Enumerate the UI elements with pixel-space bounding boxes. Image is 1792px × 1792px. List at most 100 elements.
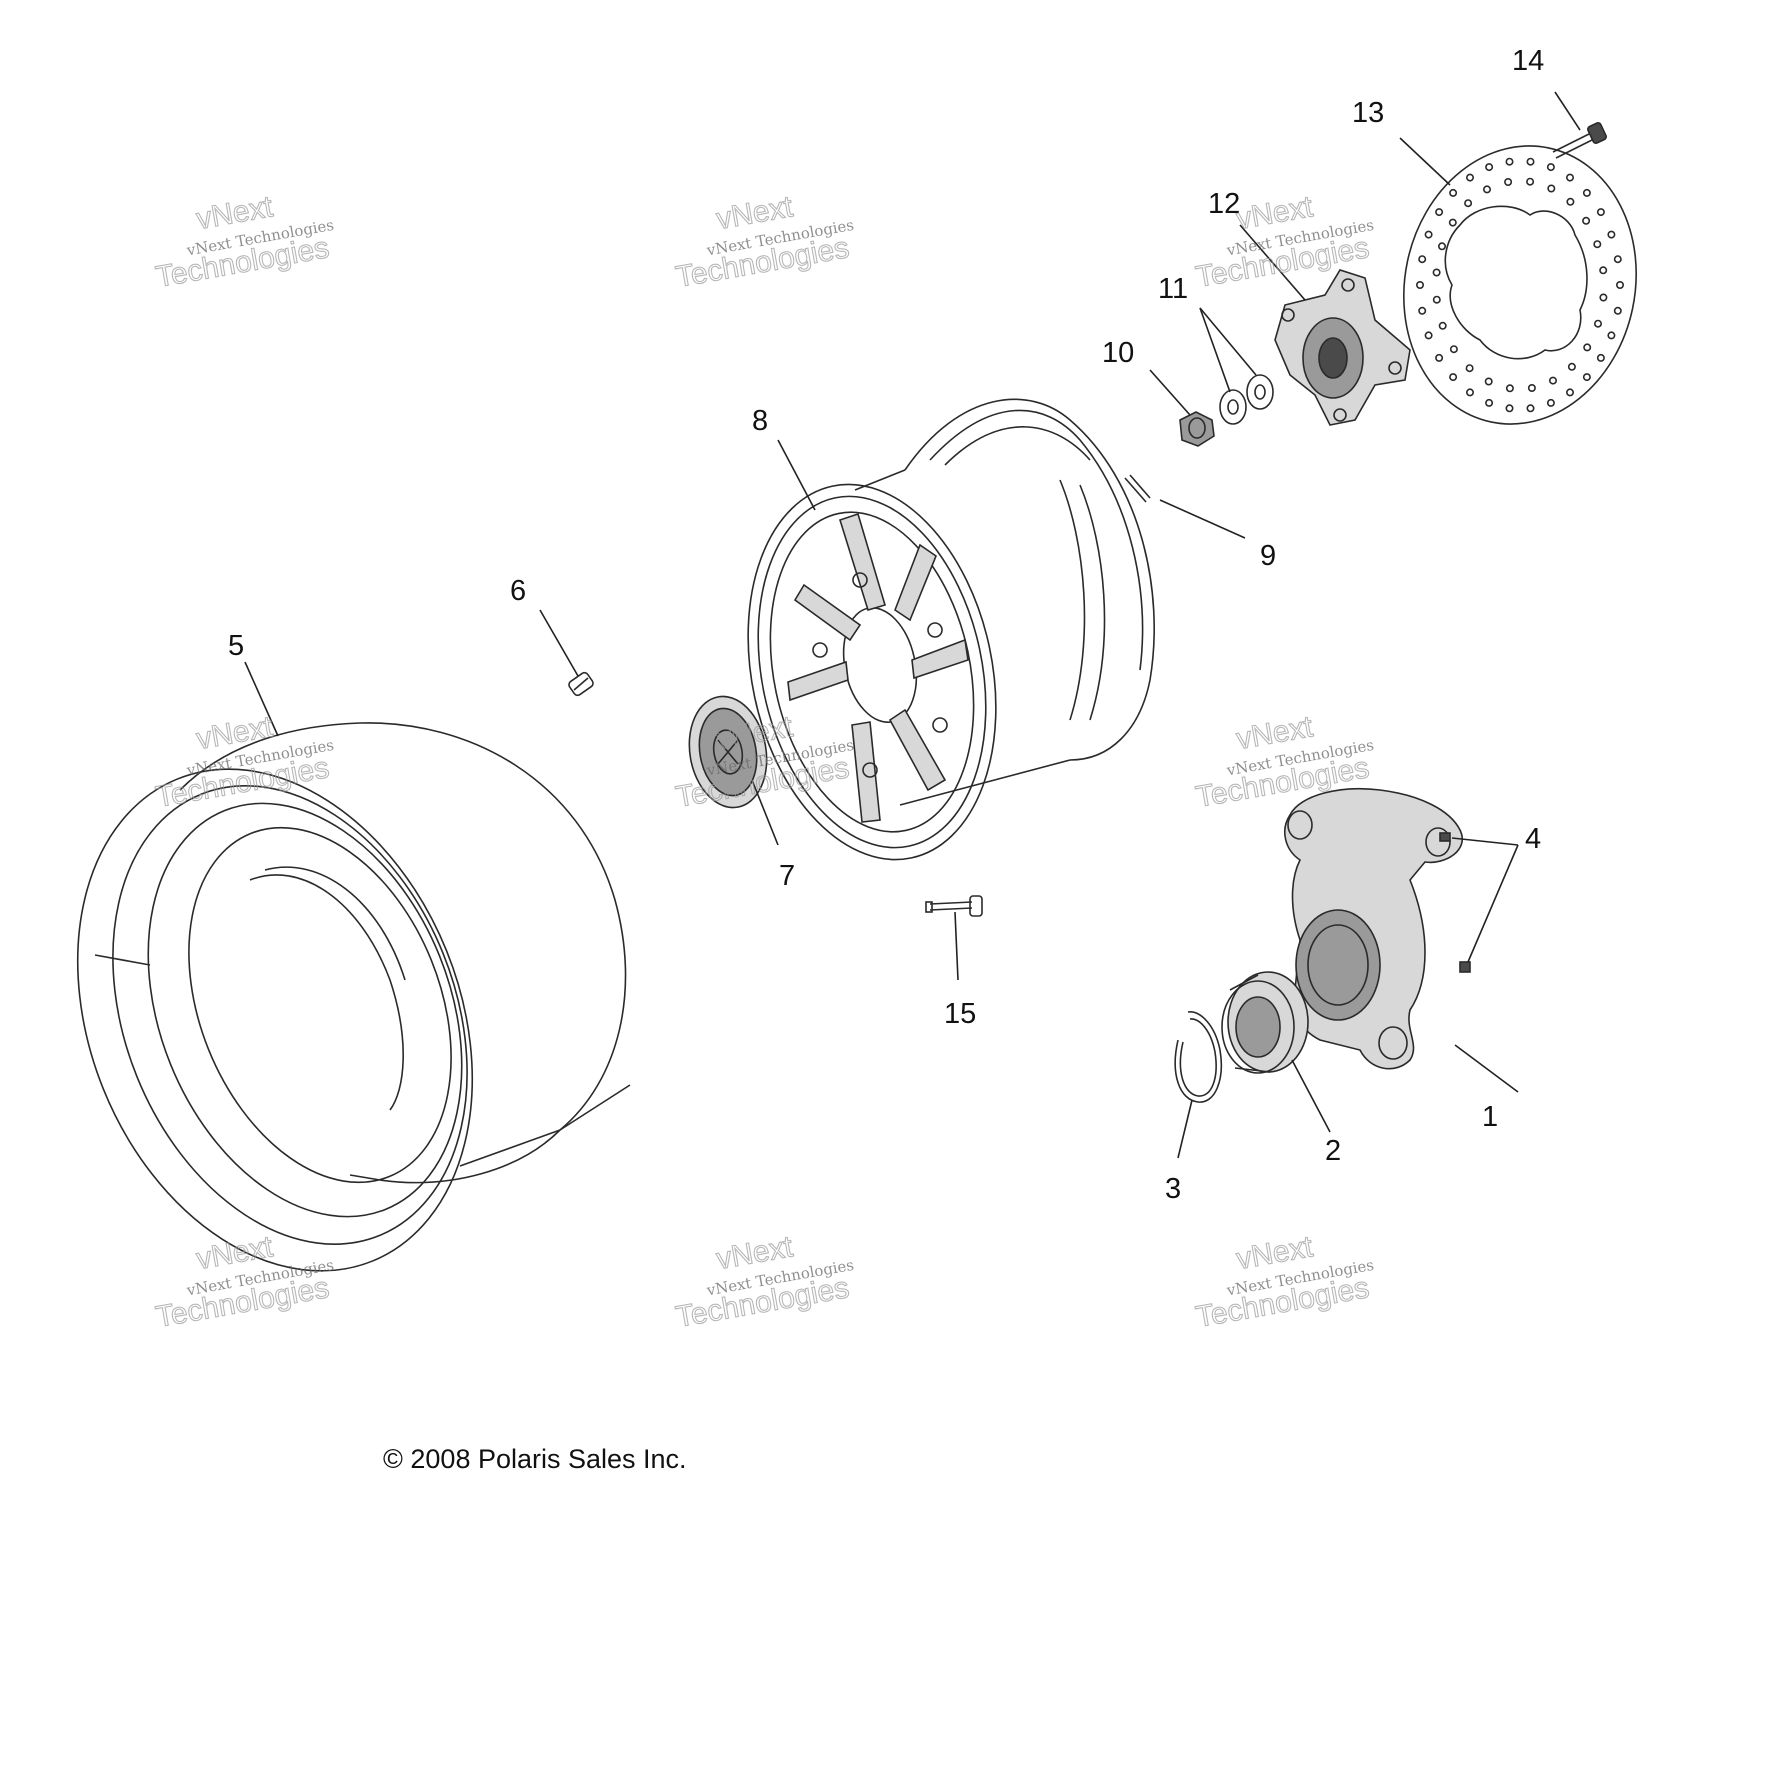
callout-12: 12 bbox=[1208, 188, 1240, 220]
disc-hole bbox=[1526, 157, 1535, 166]
wheel-spokes bbox=[787, 512, 969, 823]
disc-hole bbox=[1593, 240, 1602, 249]
copyright-notice: © 2008 Polaris Sales Inc. bbox=[383, 1444, 687, 1474]
disc-hole bbox=[1449, 345, 1458, 354]
disc-hole bbox=[1465, 364, 1474, 373]
callout-4: 4 bbox=[1525, 823, 1541, 855]
disc-hole bbox=[1449, 188, 1458, 197]
disc-cooling-holes bbox=[1416, 157, 1625, 413]
disc-hole bbox=[1613, 306, 1622, 315]
disc-hole bbox=[1424, 230, 1433, 239]
disc-hole bbox=[1582, 188, 1591, 197]
disc-hole bbox=[1526, 177, 1535, 186]
disc-hole bbox=[1582, 216, 1591, 225]
disc-hole bbox=[1485, 163, 1494, 172]
disc-hole bbox=[1526, 404, 1535, 413]
disc-hole bbox=[1582, 373, 1591, 382]
part-valve-stem bbox=[568, 671, 594, 697]
disc-hole bbox=[1504, 178, 1513, 187]
disc-hole bbox=[1549, 376, 1558, 385]
part-brake-disc bbox=[1403, 145, 1637, 425]
callout-2: 2 bbox=[1325, 1135, 1341, 1167]
callout-14: 14 bbox=[1512, 45, 1544, 77]
callout-15: 15 bbox=[944, 998, 976, 1030]
disc-hole bbox=[1613, 255, 1622, 264]
disc-hole bbox=[1599, 293, 1608, 302]
part-tire bbox=[76, 722, 631, 1272]
disc-hole bbox=[1505, 157, 1514, 166]
disc-hole bbox=[1432, 295, 1441, 304]
callout-13: 13 bbox=[1352, 97, 1384, 129]
part-wheel-rim bbox=[747, 398, 1155, 861]
part-castle-nut bbox=[1179, 411, 1215, 447]
disc-hole bbox=[1435, 353, 1444, 362]
disc-hole bbox=[1438, 321, 1447, 330]
disc-hole bbox=[1432, 268, 1441, 277]
disc-hole bbox=[1583, 343, 1592, 352]
disc-hole bbox=[1438, 242, 1447, 251]
leader-lines bbox=[244, 91, 1581, 1159]
disc-hole bbox=[1546, 398, 1555, 407]
disc-hole bbox=[1566, 173, 1575, 182]
disc-hole bbox=[1607, 230, 1616, 239]
disc-hole bbox=[1418, 306, 1427, 315]
part-center-cap bbox=[688, 695, 768, 809]
disc-hole bbox=[1594, 319, 1603, 328]
disc-hole bbox=[1485, 398, 1494, 407]
part-hub bbox=[1274, 269, 1411, 426]
part-snap-ring bbox=[1174, 1011, 1222, 1103]
disc-hole bbox=[1464, 199, 1473, 208]
callout-8: 8 bbox=[752, 405, 768, 437]
part-cotter-pin bbox=[1124, 474, 1151, 503]
disc-hole bbox=[1466, 388, 1475, 397]
disc-hole bbox=[1599, 266, 1608, 275]
disc-hole bbox=[1596, 208, 1605, 217]
disc-hole bbox=[1567, 362, 1576, 371]
callout-labels: 1 2 3 4 5 6 7 8 9 10 11 12 13 14 15 bbox=[228, 45, 1544, 1205]
disc-hole bbox=[1448, 218, 1457, 227]
callout-7: 7 bbox=[779, 860, 795, 892]
part-bolt-14 bbox=[1552, 122, 1607, 159]
disc-hole bbox=[1449, 373, 1458, 382]
disc-hole bbox=[1566, 388, 1575, 397]
disc-hole bbox=[1616, 280, 1625, 289]
part-washers bbox=[1219, 374, 1274, 425]
wheel-lug-holes bbox=[812, 572, 948, 778]
disc-hole bbox=[1435, 208, 1444, 217]
disc-hole bbox=[1484, 377, 1493, 386]
callout-10: 10 bbox=[1102, 337, 1134, 369]
disc-hole bbox=[1527, 383, 1536, 392]
disc-hole bbox=[1566, 197, 1575, 206]
disc-hole bbox=[1466, 173, 1475, 182]
disc-hole bbox=[1546, 163, 1555, 172]
part-grease-fittings bbox=[1439, 832, 1471, 973]
part-bearing bbox=[1221, 971, 1309, 1074]
disc-hole bbox=[1418, 255, 1427, 264]
disc-hole bbox=[1607, 331, 1616, 340]
callout-5: 5 bbox=[228, 630, 244, 662]
disc-hole bbox=[1416, 280, 1425, 289]
disc-hole bbox=[1596, 353, 1605, 362]
disc-hole bbox=[1483, 185, 1492, 194]
part-bolt-15 bbox=[925, 895, 983, 917]
part-knuckle bbox=[1284, 787, 1463, 1070]
disc-hole bbox=[1547, 184, 1556, 193]
disc-hole bbox=[1505, 384, 1514, 393]
callout-1: 1 bbox=[1482, 1101, 1498, 1133]
callout-11: 11 bbox=[1158, 273, 1188, 305]
disc-hole bbox=[1505, 404, 1514, 413]
callout-6: 6 bbox=[510, 575, 526, 607]
disc-hole bbox=[1424, 331, 1433, 340]
callout-3: 3 bbox=[1165, 1173, 1181, 1205]
callout-9: 9 bbox=[1260, 540, 1276, 572]
